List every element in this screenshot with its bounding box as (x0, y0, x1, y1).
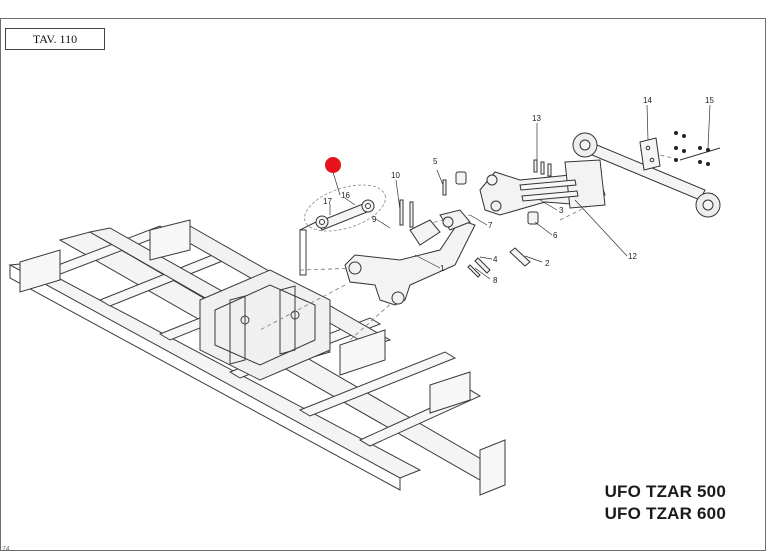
frame-chassis (8, 219, 506, 496)
callout-2: 2 (545, 259, 550, 268)
drawing-frame (0, 18, 766, 551)
table-number-box: TAV. 110 (5, 28, 105, 50)
callout-15: 15 (705, 96, 714, 105)
callout-1: 1 (440, 264, 445, 273)
callout-5: 5 (433, 157, 438, 166)
callout-16: 16 (341, 191, 350, 200)
callout-leaders (329, 104, 711, 280)
callout-4: 4 (493, 255, 498, 264)
part-plate (639, 137, 661, 171)
callout-labels: 1 2 3 4 5 6 7 8 9 10 12 13 14 15 16 17 (323, 96, 714, 285)
callout-12: 12 (628, 252, 637, 261)
part-link-16-17 (315, 199, 375, 231)
part-rods (519, 179, 579, 202)
callout-7: 7 (488, 221, 493, 230)
callout-14: 14 (643, 96, 652, 105)
callout-8: 8 (493, 276, 498, 285)
detail-ellipse (304, 184, 386, 232)
part-main-arm (344, 209, 476, 306)
callout-3: 3 (559, 206, 564, 215)
callout-9: 9 (372, 215, 377, 224)
callout-13: 13 (532, 114, 541, 123)
callout-6: 6 (553, 231, 558, 240)
highlight-marker (325, 157, 341, 173)
page-mark: 24 (2, 546, 10, 553)
callout-17: 17 (323, 197, 332, 206)
part-axle (572, 132, 721, 218)
product-title-line-2: UFO TZAR 600 (604, 504, 726, 523)
part-bolts (674, 131, 710, 166)
part-hardware (399, 159, 552, 278)
product-title-line-1: UFO TZAR 500 (604, 482, 726, 501)
callout-10: 10 (391, 171, 400, 180)
